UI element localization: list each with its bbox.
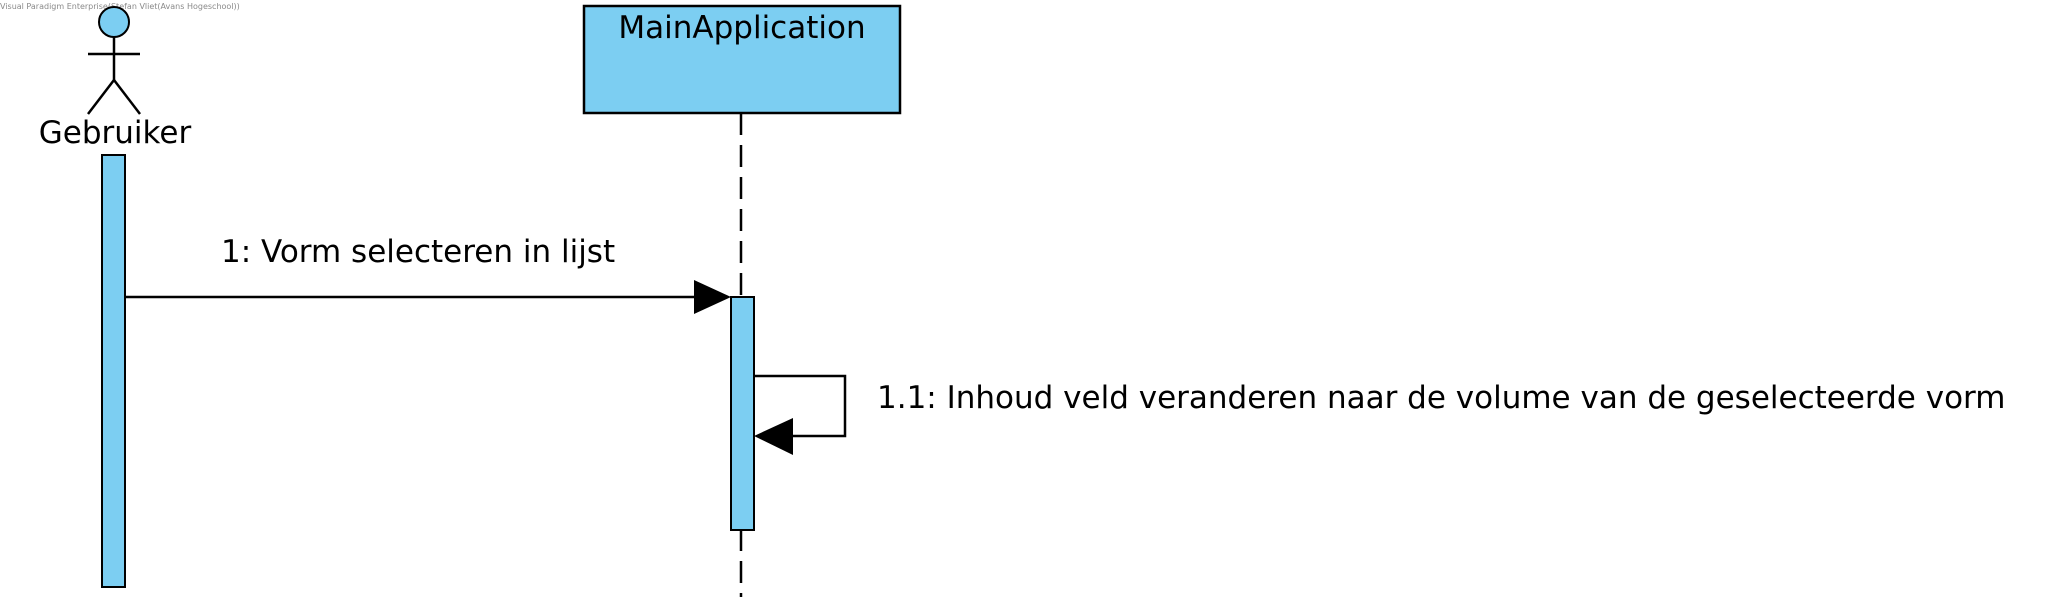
actor-right-leg xyxy=(113,79,141,115)
lifeline-mainapplication[interactable]: MainApplication xyxy=(582,4,902,115)
message-1-arrowhead xyxy=(694,280,731,314)
actor-label: Gebruiker xyxy=(39,115,192,151)
message-1-label: 1: Vorm selecteren in lijst xyxy=(221,234,615,270)
lifeline-head-label: MainApplication xyxy=(618,10,865,46)
message-1-1-arrowhead xyxy=(754,418,793,455)
actor-head xyxy=(98,6,130,38)
lifeline-head-box xyxy=(582,4,902,115)
actor-gebruiker[interactable]: Gebruiker xyxy=(39,6,192,151)
activation-bar-mainapplication xyxy=(730,296,755,531)
watermark-text: Visual Paradigm Enterprise(Stefan Vliet(… xyxy=(0,2,240,11)
activation-bar-gebruiker xyxy=(101,154,126,588)
message-1-1-label: 1.1: Inhoud veld veranderen naar de volu… xyxy=(877,380,2005,416)
message-1[interactable]: 1: Vorm selecteren in lijst xyxy=(125,234,731,314)
message-1-1[interactable]: 1.1: Inhoud veld veranderen naar de volu… xyxy=(754,374,2005,455)
message-1-1-line xyxy=(754,374,847,438)
actor-left-leg xyxy=(87,79,115,115)
